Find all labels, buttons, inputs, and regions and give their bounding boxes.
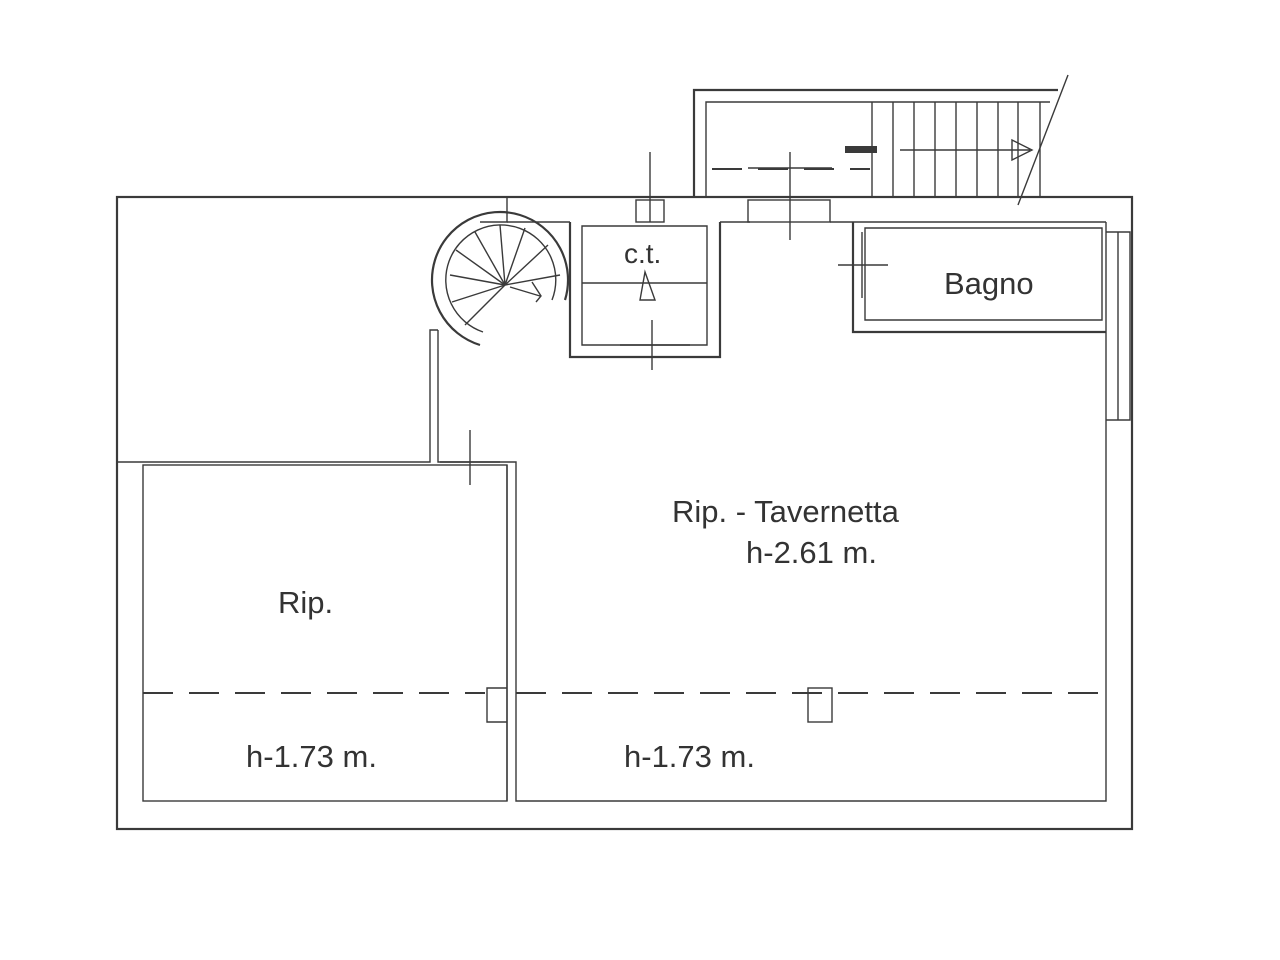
label-tavern-low-height: h-1.73 m. (624, 739, 755, 774)
bathroom-room (838, 222, 1131, 421)
boiler-room (568, 222, 722, 370)
label-bathroom: Bagno (944, 266, 1034, 301)
entrance-stair (692, 74, 1069, 240)
label-storage-left: Rip. (278, 585, 333, 620)
label-tavern-height: h-2.61 m. (746, 535, 877, 570)
label-boiler-room: c.t. (624, 238, 661, 269)
label-storage-low-height: h-1.73 m. (246, 739, 377, 774)
outer-walls (115, 195, 1134, 831)
top-window (635, 152, 831, 223)
door-marks (440, 430, 833, 723)
spiral-stair-icon (430, 197, 570, 347)
label-tavern: Rip. - Tavernetta (672, 494, 900, 529)
